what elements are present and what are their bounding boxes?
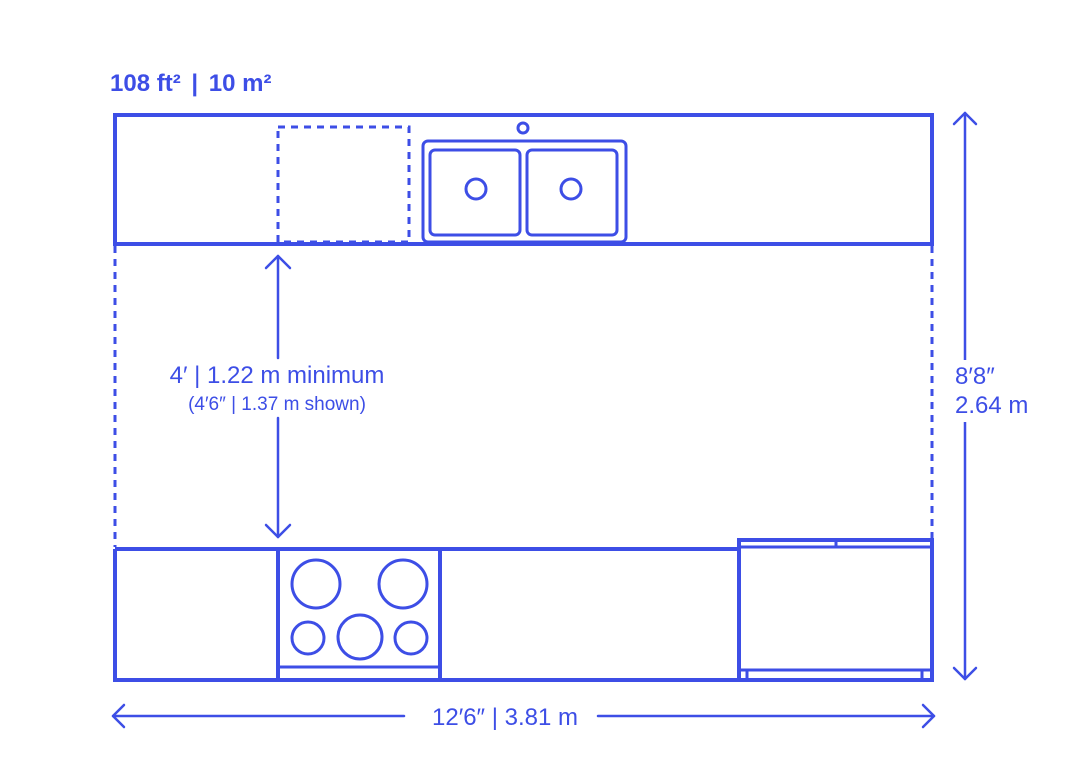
aisle-label-secondary: (4′6″ | 1.37 m shown) [188,394,366,415]
burner-front-left [290,620,326,656]
aisle-dimension: 4′ | 1.22 m minimum (4′6″ | 1.37 m shown… [170,254,385,539]
burner-back-right [377,558,429,610]
aisle-arrowhead-bottom [264,523,292,539]
width-dimension: 12′6″ | 3.81 m [111,703,936,731]
upper-counter [113,113,934,246]
dishwasher-icon [737,538,934,682]
depth-arrowhead-bottom [952,666,978,681]
depth-label-mask [950,360,1045,422]
sink-drain-right [559,177,583,201]
burner-front-center [336,613,384,661]
width-arrowhead-left [111,703,126,729]
depth-label-imperial: 8′8″ [955,363,995,390]
burner-back-left [290,558,342,610]
sink-drain-left [464,177,488,201]
sink-basin-left [428,148,522,237]
depth-arrowhead-top [952,111,978,126]
area-separator: | [191,70,198,97]
area-imperial: 108 ft² [110,70,181,97]
lower-counter [113,538,934,682]
aisle-arrowhead-top [264,254,292,270]
area-heading: 108 ft² | 10 m² [110,70,271,97]
double-sink-icon [421,121,628,244]
sink-rim [421,139,628,244]
cooktop-outline [276,547,442,682]
upper-counter-outline [113,113,934,246]
cooktop-icon [276,547,442,682]
aisle-label-primary: 4′ | 1.22 m minimum [170,362,385,389]
burner-front-right [393,620,429,656]
depth-label-metric: 2.64 m [955,392,1028,419]
depth-dimension: 8′8″ 2.64 m [950,111,1045,681]
area-metric: 10 m² [209,70,272,97]
dishwasher-outline [737,538,934,682]
width-label: 12′6″ | 3.81 m [432,704,578,731]
faucet-icon [516,121,530,135]
lower-counter-outline [113,540,934,682]
sink-basin-right [525,148,619,237]
under-counter-space-dashed [276,125,411,244]
width-arrowhead-right [921,703,936,729]
